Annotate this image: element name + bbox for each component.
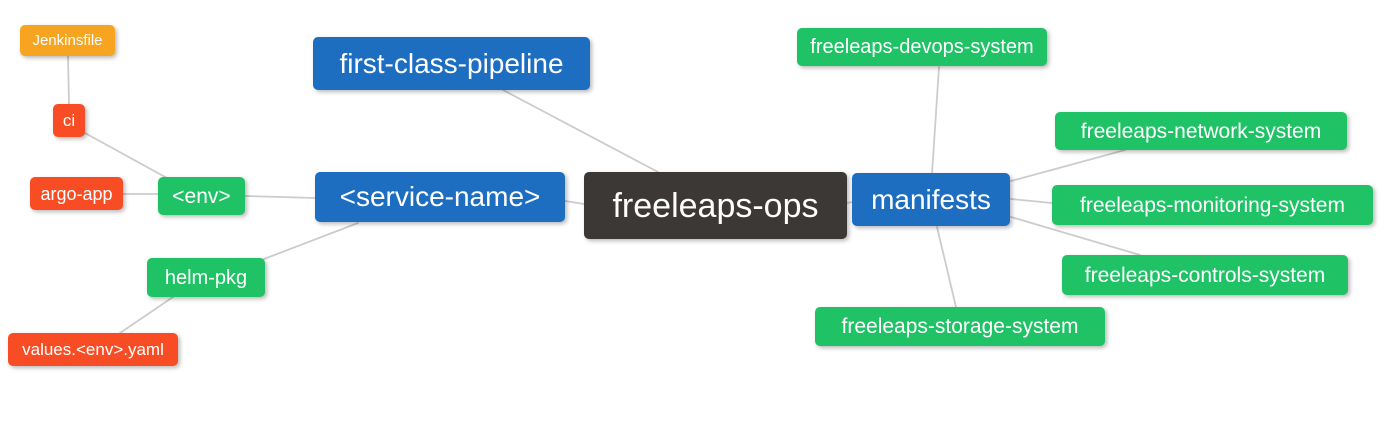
mindmap-node-ci[interactable]: ci [53,104,85,137]
edge-env-to-service-name [244,195,316,199]
mindmap-node-argo-app[interactable]: argo-app [30,177,123,210]
mindmap-node-service-name[interactable]: <service-name> [315,172,565,222]
mindmap-node-controls-system[interactable]: freeleaps-controls-system [1062,255,1348,295]
mindmap-node-helm-pkg[interactable]: helm-pkg [147,258,265,297]
mindmap-node-env[interactable]: <env> [158,177,245,215]
mindmap-node-jenkinsfile[interactable]: Jenkinsfile [20,25,115,56]
mindmap-node-monitoring-system[interactable]: freeleaps-monitoring-system [1052,185,1373,225]
edge-helm-pkg-to-values-env-yaml [119,296,174,334]
edge-ci-to-env [84,132,168,179]
edge-manifests-to-monitoring-system [1010,198,1053,204]
edge-first-class-pipeline-to-freeleaps-ops [502,89,659,173]
edge-manifests-to-devops-system [931,66,940,175]
mindmap-node-devops-system[interactable]: freeleaps-devops-system [797,28,1047,66]
edge-manifests-to-network-system [1010,149,1126,182]
edge-manifests-to-storage-system [936,226,957,308]
mindmap-node-values-env-yaml[interactable]: values.<env>.yaml [8,333,178,366]
mindmap-node-freeleaps-ops[interactable]: freeleaps-ops [584,172,847,239]
mindmap-node-manifests[interactable]: manifests [852,173,1010,226]
edge-service-name-to-freeleaps-ops [564,200,585,205]
mindmap-node-network-system[interactable]: freeleaps-network-system [1055,112,1347,150]
mindmap-node-storage-system[interactable]: freeleaps-storage-system [815,307,1105,346]
edge-jenkinsfile-to-ci [67,55,70,105]
edge-service-name-to-helm-pkg [263,222,359,260]
mindmap-node-first-class-pipeline[interactable]: first-class-pipeline [313,37,590,90]
